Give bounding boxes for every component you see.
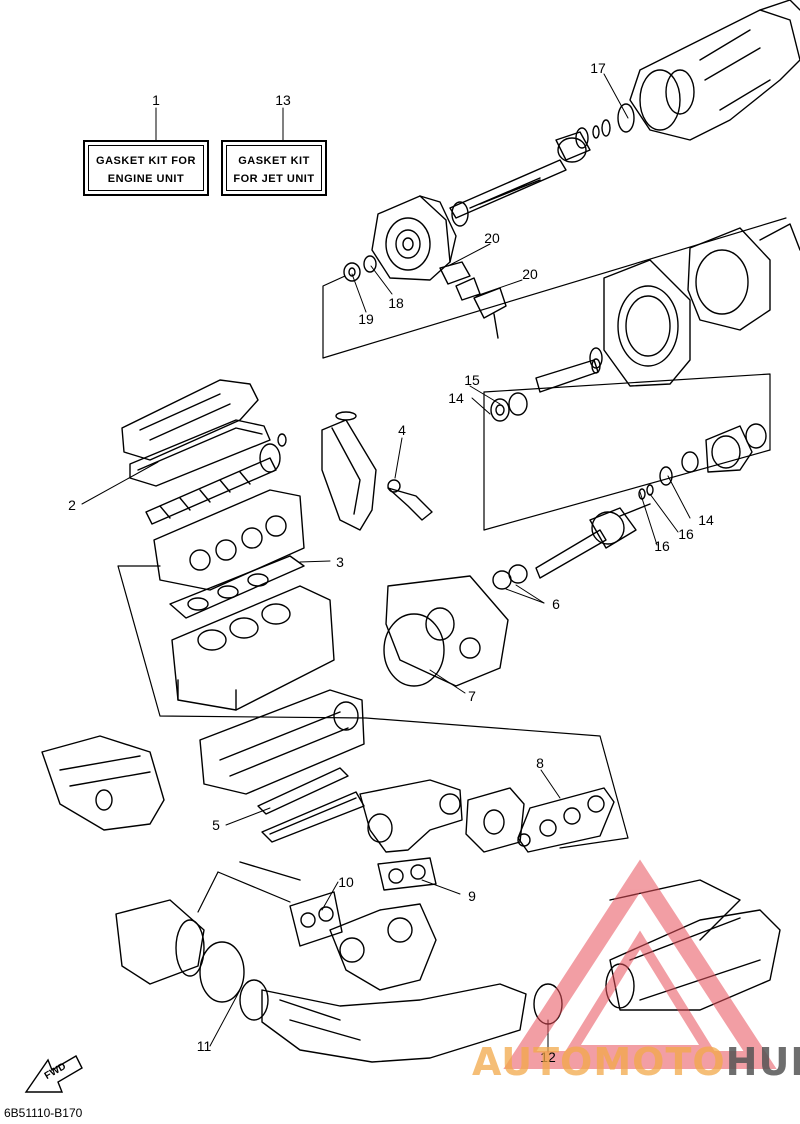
throttle-gasket-drawing [377,857,437,891]
callout-12: 12 [540,1049,556,1065]
callout-14-upper: 14 [448,390,464,406]
drive-shaft-drawing [490,358,601,422]
kit-engine-line1: GASKET KIT FOR [96,155,196,167]
muffler-drawing [115,899,269,1021]
exhaust-gasket-drawing [257,767,365,843]
callout-16-left: 16 [654,538,670,554]
callout-3: 3 [336,554,344,570]
cylinder-head-drawing [153,489,305,591]
callout-5: 5 [212,817,220,833]
timing-chain-drawing [321,411,433,531]
callout-8: 8 [536,755,544,771]
gasket-kit-jet-label: GASKET KIT FOR JET UNIT [221,140,327,196]
impeller-shaft-drawing [449,131,591,227]
fwd-arrow-icon [24,1055,83,1093]
crankcase-drawing [199,689,365,795]
callout-6: 6 [552,596,560,612]
callout-19: 19 [358,311,374,327]
callout-20-lower: 20 [522,266,538,282]
camshaft-drawing [145,433,287,525]
head-gasket-drawing [169,555,305,619]
jet-pump-housing-drawing [575,0,800,149]
callout-20-upper: 20 [484,230,500,246]
manifold-gasket-drawing [517,787,615,853]
intake-pipe-drawing [359,779,463,853]
watermark-part2: HUB [725,1040,800,1084]
diagram-code: 6B51110-B170 [4,1106,83,1120]
callout-14-lower: 14 [698,512,714,528]
manifold-block-drawing [465,787,525,853]
callout-16-right: 16 [678,526,694,542]
group-brackets [117,217,787,913]
callout-13: 13 [275,92,291,108]
leader-lines [81,73,691,1053]
callout-11: 11 [196,1038,212,1054]
coupler-drawing [638,423,767,500]
jet-nozzle-housing-drawing [589,223,800,387]
callout-9: 9 [468,888,476,904]
kit-jet-line1: GASKET KIT [238,155,310,167]
watermark-text: AUTOMOTOHUB [472,1040,800,1084]
watermark-part1: AUTOMOTO [472,1040,726,1084]
callout-1: 1 [152,92,160,108]
callout-15: 15 [464,372,480,388]
cylinder-block-drawing [171,585,335,711]
callout-17: 17 [590,60,606,76]
callout-4: 4 [398,422,406,438]
water-pump-cover-drawing [383,575,509,687]
kit-engine-line2: ENGINE UNIT [107,173,185,185]
watermark-logo-icon [503,859,777,1069]
callout-10: 10 [338,874,354,890]
kit-jet-line2: FOR JET UNIT [233,173,315,185]
callout-2: 2 [68,497,76,513]
head-cover-drawing [121,379,271,487]
oil-pan-drawing [41,735,165,831]
main-drive-shaft-drawing [492,503,651,590]
callout-18: 18 [388,295,404,311]
gasket-kit-engine-label: GASKET KIT FOR ENGINE UNIT [83,140,209,196]
throttle-body-drawing [239,861,437,991]
callout-7: 7 [468,688,476,704]
intermediate-housing-drawing [343,195,507,339]
